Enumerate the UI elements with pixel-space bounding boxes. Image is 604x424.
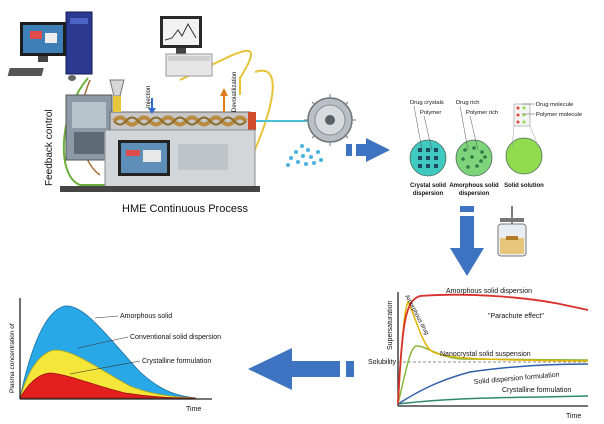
computer-workstation [7,11,93,81]
feedback-control-label: Feedback control [44,109,55,186]
extruder [60,79,260,192]
dispersion-top-label: Drug rich [456,100,480,106]
dispersion-caption: Solid solution [504,183,544,189]
drug-rich-domain [461,157,465,161]
drug-crystal [434,164,438,168]
molecule-inset [513,103,531,127]
drug-crystal [418,164,422,168]
drug-rich-domain [466,165,470,169]
label-conventional-solid-dispersion: Conventional solid dispersion [130,334,221,341]
dispersion-top-label: Drug crystals [410,100,444,106]
dispersion-top-label: Polymer rich [466,110,498,116]
dispersion-top-label: Polymer molecule [536,112,582,118]
drug-rich-domain [463,148,467,152]
label-crystalline-formulation-dissolution: Crystalline formulation [502,387,571,394]
flow-arrow-right [356,138,390,162]
dispersion-top-label: Polymer [420,110,441,116]
label-solid-dispersion-formulation: Solid dispersion formulation [474,372,560,386]
area-crystalline-formulation [19,372,197,399]
injection-label: Injection [146,86,152,108]
drug-crystal [434,148,438,152]
drug-rich-domain [472,146,476,150]
feedback-wire-green [62,77,150,186]
label-crystalline-formulation-plasma: Crystalline formulation [142,358,211,365]
drug-rich-domain [480,150,484,154]
drug-crystal [434,156,438,160]
molecule-dot [522,120,526,124]
drug-rich-domain [483,155,487,159]
blade-teeth [304,94,356,146]
molecule-dot [516,120,520,124]
plasma-xlabel: Time [186,406,201,413]
devolatilization-label: Devolatilization [232,72,238,112]
plasma-ylabel: Plasma concentration of [9,323,16,393]
flow-arrow-left [248,348,354,390]
hme-process-illustration: Feedback control Injection Devolatilizat… [7,11,356,215]
plasma-concentration-chart: Plasma concentration of Time Amorphous s… [9,298,221,413]
label-amorphous-solid: Amorphous solid [120,313,172,320]
label-amorphous-solid-dispersion: Amorphous solid dispersion [446,288,532,295]
analyzer-instrument [160,16,213,77]
dissolution-chart: Supersaturation Time Solubility "Parachu… [368,288,589,420]
devolatilization-arrow-head [220,88,228,96]
label-nanocrystal-solid-suspension: Nanocrystal solid suspension [440,351,531,358]
drug-crystal [426,148,430,152]
curve-amorphous-solid-dispersion [397,293,589,405]
dispersion-caption: Crystal solid [410,183,446,189]
dispersion-caption: dispersion [459,191,490,197]
dissolution-ylabel: Supersaturation [387,300,394,350]
injection-arrow-head [148,108,156,114]
hme-process-title: HME Continuous Process [122,203,248,215]
drug-crystal [426,164,430,168]
molecule-dot [516,113,520,117]
drug-crystal [418,156,422,160]
dispersion-top-label: Drug molecule [536,102,573,108]
molecule-dot [516,106,520,110]
extrudate-pellets [286,144,323,167]
solubility-label: Solubility [368,359,397,366]
drug-rich-domain [475,164,479,168]
drug-crystal [426,156,430,160]
dispersion-caption: Amorphous solid [449,183,499,189]
drug-rich-domain [470,155,474,159]
dispersion-caption: dispersion [413,191,444,197]
curve-solid-dispersion-formulation [397,363,589,405]
dispersion-circle [505,137,543,175]
dispersion-circle [455,139,493,177]
dissolution-xlabel: Time [566,413,581,420]
flow-arrow-down [450,206,484,276]
curve-crystalline-formulation [397,395,589,405]
dissolution-beaker-icon [497,206,527,257]
drug-crystal [418,148,422,152]
molecule-dot [522,106,526,110]
parachute-effect-label: "Parachute effect" [488,313,544,320]
drug-rich-domain [479,159,483,163]
